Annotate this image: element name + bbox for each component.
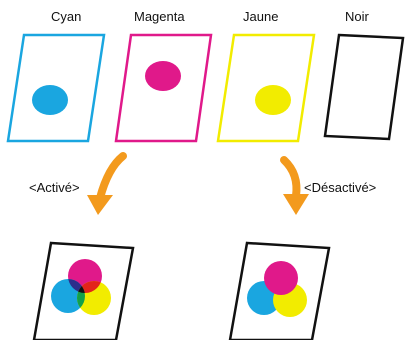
result-activated: [32, 241, 135, 340]
plate-black: [323, 33, 405, 141]
plate-label-magenta: Magenta: [134, 9, 185, 24]
plate-label-yellow: Jaune: [243, 9, 279, 24]
arrow-activated: [87, 152, 127, 215]
dot-cyan: [32, 85, 68, 115]
label-deactivated: <Désactivé>: [304, 180, 377, 195]
plate-cyan: [6, 33, 106, 143]
arrow-deactivated: [280, 156, 309, 215]
knockout-magenta: [264, 261, 298, 295]
result-deactivated: [228, 241, 331, 340]
plate-magenta: [114, 33, 213, 143]
plate-label-black: Noir: [345, 9, 369, 24]
label-activated: <Activé>: [29, 180, 80, 195]
plate-yellow: [216, 33, 316, 143]
dot-yellow: [255, 85, 291, 115]
dot-magenta: [145, 61, 181, 91]
plate-label-cyan: Cyan: [51, 9, 82, 24]
